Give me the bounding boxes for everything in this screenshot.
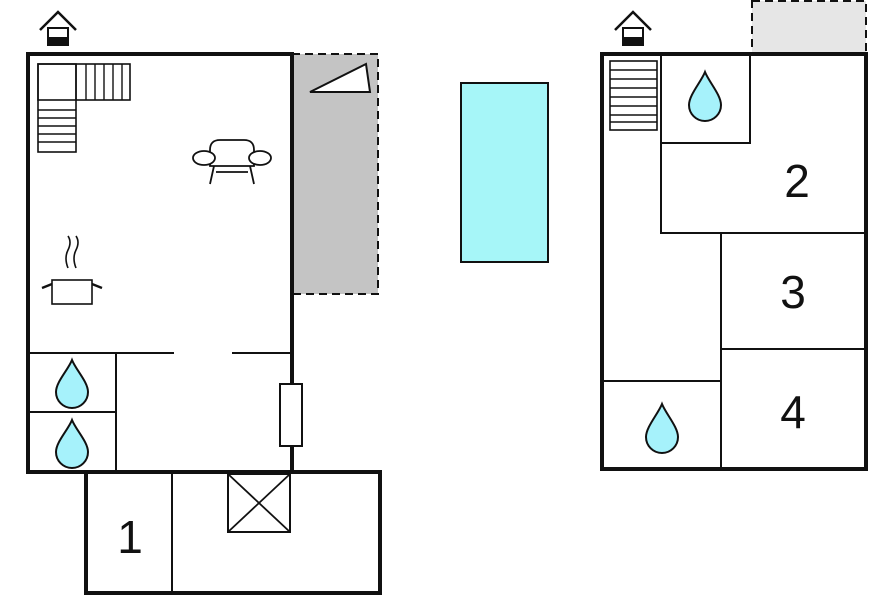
room-label-4: 4 <box>780 386 806 438</box>
water-drop-icon <box>54 357 90 409</box>
sun-lounger-icon <box>309 62 372 93</box>
room-label-3: 3 <box>780 266 806 318</box>
terrace <box>291 53 379 295</box>
upper-floor-outline <box>600 52 868 471</box>
house-entrance-icon <box>39 10 77 46</box>
staircase-icon <box>609 60 658 131</box>
house-entrance-icon <box>614 10 652 46</box>
living-room <box>26 52 294 474</box>
ground-floor: 1 <box>26 10 382 595</box>
room-2 <box>660 143 866 234</box>
fireplace-icon <box>227 473 291 533</box>
upper-floor: 2 3 4 <box>600 0 868 471</box>
pool-icon <box>460 82 549 263</box>
balcony <box>751 0 867 54</box>
room-label-1: 1 <box>117 511 143 563</box>
window-icon <box>279 383 303 447</box>
water-drop-icon <box>687 69 723 122</box>
staircase-icon <box>37 63 131 153</box>
cooking-pot-icon <box>41 235 103 305</box>
water-drop-icon <box>54 417 90 469</box>
water-drop-icon <box>644 401 680 454</box>
sofa-icon <box>192 139 272 185</box>
room-label-2: 2 <box>784 155 810 207</box>
